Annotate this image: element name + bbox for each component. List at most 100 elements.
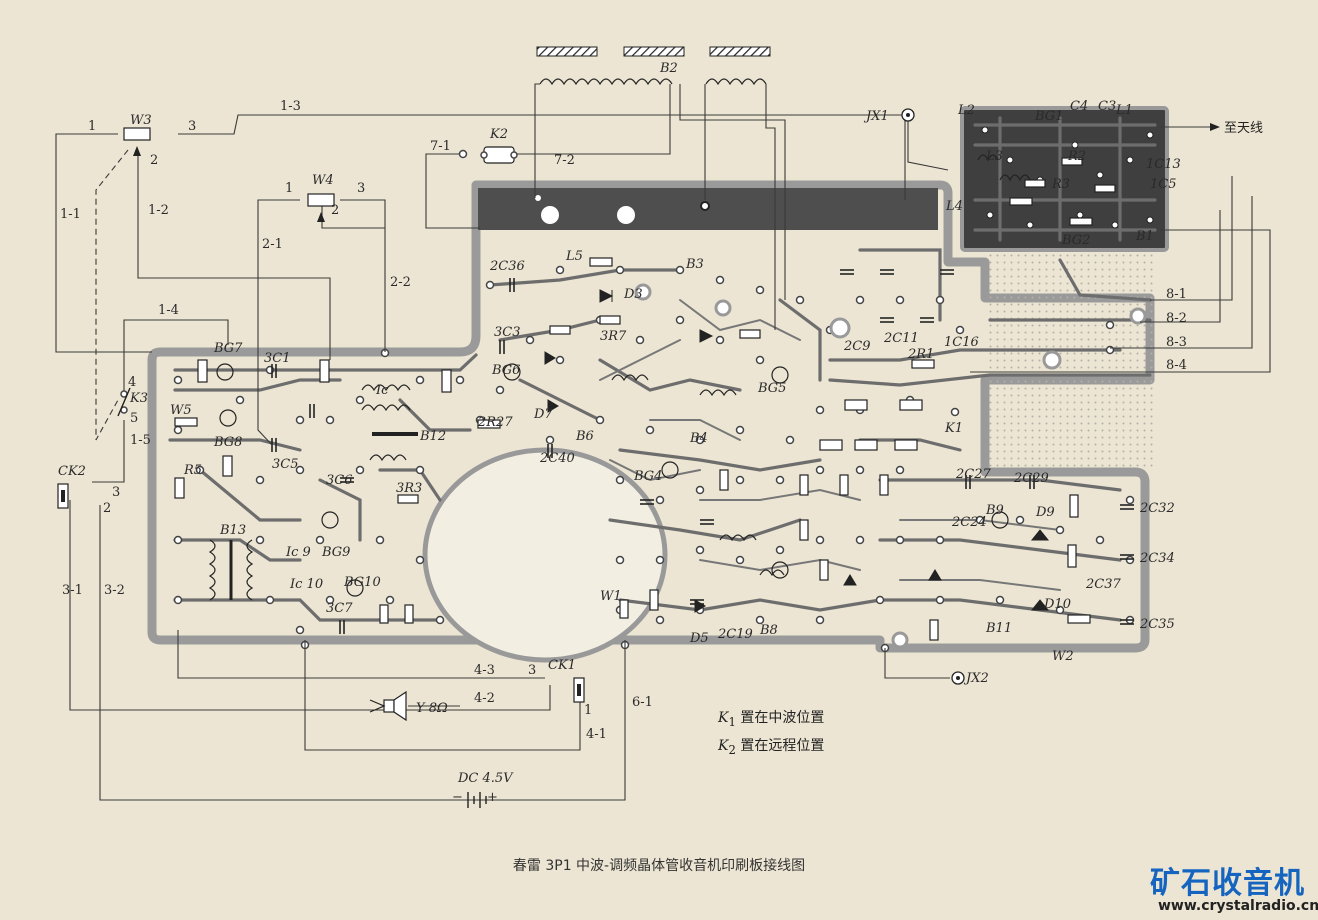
label-b6: B6 bbox=[575, 429, 594, 444]
note-k2: K2 置在远程位置 bbox=[718, 737, 825, 757]
label-jx1: JX1 bbox=[863, 109, 889, 124]
label-b8: B8 bbox=[759, 623, 778, 638]
label-b11: B11 bbox=[985, 621, 1012, 636]
label-bg2: BG2 bbox=[1061, 233, 1090, 248]
label-c34: 2C34 bbox=[1139, 551, 1175, 566]
speaker-cutout bbox=[422, 447, 668, 663]
svg-text:2: 2 bbox=[150, 153, 158, 168]
w4-potentiometer bbox=[307, 193, 335, 222]
label-bg4: BG4 bbox=[633, 469, 662, 484]
label-c6: 3C6 bbox=[326, 473, 353, 488]
label-speaker: Y 8Ω bbox=[416, 701, 448, 716]
label-c9: 2C9 bbox=[843, 339, 871, 354]
label-r1b: 2R1 bbox=[907, 347, 934, 362]
wire-label: 4-1 bbox=[586, 727, 607, 742]
external-wires bbox=[55, 83, 1271, 808]
wire-label: 2-1 bbox=[262, 237, 283, 252]
wire-label: 1-5 bbox=[130, 433, 151, 448]
label-c24: 2C24 bbox=[951, 515, 987, 530]
label-d9: D9 bbox=[1035, 505, 1055, 520]
svg-text:1: 1 bbox=[285, 181, 293, 196]
ck2-jack bbox=[57, 483, 69, 509]
label-r27: 2R27 bbox=[477, 415, 513, 430]
antenna-label: 至天线 bbox=[1224, 121, 1263, 136]
svg-text:3: 3 bbox=[357, 181, 365, 196]
label-c3b: 3C3 bbox=[494, 325, 521, 340]
label-b1: B1 bbox=[1135, 229, 1154, 244]
mount-hole bbox=[541, 206, 559, 224]
label-ic: Ic bbox=[375, 383, 389, 398]
speaker-symbol bbox=[369, 690, 407, 722]
label-d5: D5 bbox=[689, 631, 709, 646]
label-c4: C4 bbox=[1070, 99, 1088, 114]
label-r3: R3 bbox=[1051, 177, 1070, 192]
svg-text:1: 1 bbox=[88, 119, 96, 134]
pads bbox=[173, 265, 1147, 653]
label-c27: 2C27 bbox=[955, 467, 991, 482]
label-bg1: BG1 bbox=[1034, 109, 1063, 124]
label-c36: 2C36 bbox=[489, 259, 525, 274]
svg-text:1: 1 bbox=[584, 703, 592, 718]
label-c7: 3C7 bbox=[326, 601, 353, 616]
wire-label: 4-3 bbox=[474, 663, 495, 678]
label-c32: 2C32 bbox=[1139, 501, 1175, 516]
note-k1: K1 置在中波位置 bbox=[718, 710, 825, 729]
label-bg8: BG8 bbox=[213, 435, 242, 450]
label-d10: D10 bbox=[1043, 597, 1071, 612]
label-c40: 2C40 bbox=[539, 451, 575, 466]
label-r5: R5 bbox=[183, 463, 202, 478]
label-l1: L1 bbox=[1115, 103, 1133, 118]
label-c37: 2C37 bbox=[1085, 577, 1121, 592]
wire-label: 1-2 bbox=[148, 203, 169, 218]
label-l2: L2 bbox=[957, 103, 975, 118]
label-c3: C3 bbox=[1098, 99, 1116, 114]
label-r3b: 3R3 bbox=[396, 481, 422, 496]
wire-label: 7-1 bbox=[430, 139, 451, 154]
label-l5: L5 bbox=[565, 249, 583, 264]
svg-text:3: 3 bbox=[112, 485, 120, 500]
label-bg7: BG7 bbox=[213, 341, 243, 356]
fm-tuner-board bbox=[960, 106, 1169, 252]
label-k3: K3 bbox=[129, 391, 148, 406]
label-ck1: CK1 bbox=[548, 658, 576, 673]
label-bg10: BG10 bbox=[343, 575, 381, 590]
svg-text:3: 3 bbox=[528, 663, 536, 678]
jx1-socket bbox=[901, 108, 915, 122]
watermark-url: www.crystalradio.cn bbox=[1158, 898, 1318, 914]
label-d7: D7 bbox=[533, 407, 553, 422]
pad bbox=[700, 201, 710, 211]
terminal-7-1 bbox=[458, 149, 468, 159]
label-c1b: 3C1 bbox=[264, 351, 291, 366]
label-c11: 2C11 bbox=[883, 331, 919, 346]
label-c5b: 3C5 bbox=[272, 457, 299, 472]
wire-label: 3-1 bbox=[62, 583, 83, 598]
label-l4: L4 bbox=[945, 199, 963, 214]
svg-text:4: 4 bbox=[128, 375, 136, 390]
label-c19: 2C19 bbox=[717, 627, 753, 642]
label-c5: 1C5 bbox=[1150, 177, 1177, 192]
ferrite-antenna-b2 bbox=[536, 46, 771, 86]
jx2-socket bbox=[951, 671, 965, 685]
dotted-region bbox=[985, 250, 1155, 470]
pin-labels: 1 3 2 1 3 2 4 5 3 2 3 1 bbox=[88, 119, 592, 718]
ck1-jack bbox=[573, 677, 585, 703]
wire-label: 8-4 bbox=[1166, 358, 1187, 373]
label-jx2: JX2 bbox=[963, 671, 989, 686]
pcb-traces bbox=[168, 248, 1152, 622]
figure-caption: 春雷 3P1 中波-调频晶体管收音机印刷板接线图 bbox=[512, 858, 806, 874]
wire-label: 1-3 bbox=[280, 99, 301, 114]
svg-text:2: 2 bbox=[331, 203, 339, 218]
pad bbox=[535, 195, 541, 201]
k3-switch bbox=[117, 387, 131, 417]
label-b13: B13 bbox=[219, 523, 246, 538]
label-w4: W4 bbox=[312, 173, 334, 188]
label-b3: B3 bbox=[685, 257, 704, 272]
label-bg9: BG9 bbox=[321, 545, 350, 560]
transformer-b13 bbox=[208, 539, 254, 601]
label-w3: W3 bbox=[130, 113, 152, 128]
mount-hole bbox=[617, 206, 635, 224]
wire-label: 3-2 bbox=[104, 583, 125, 598]
svg-text:3: 3 bbox=[188, 119, 196, 134]
watermark-brand: 矿石收音机 bbox=[1150, 866, 1305, 901]
